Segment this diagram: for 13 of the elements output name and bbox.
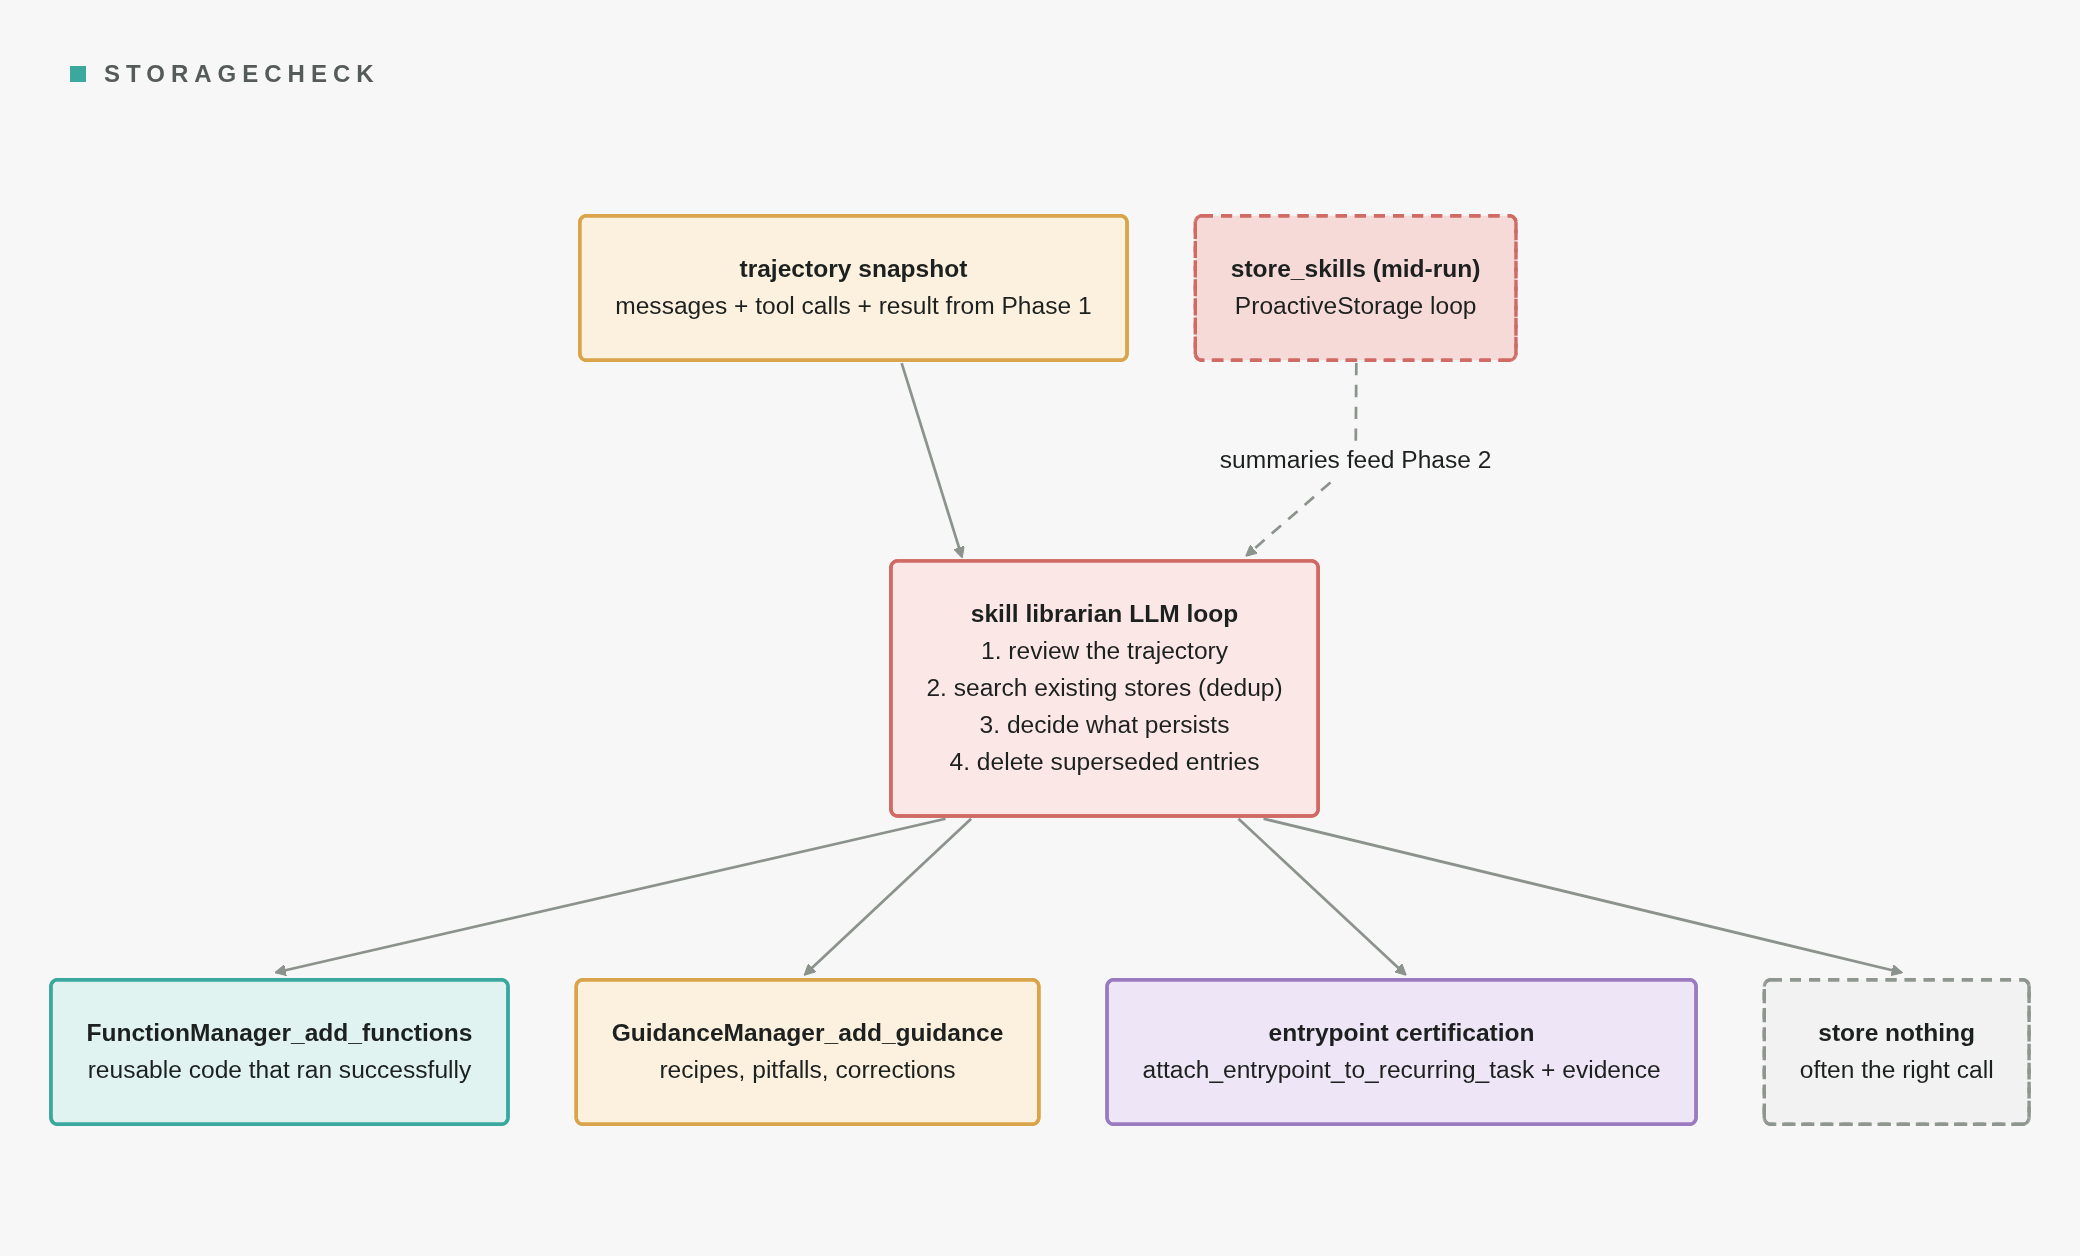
arrow — [1237, 817, 1407, 976]
process-box: FunctionManager_add_functions reusable code that ran successfully — [49, 978, 510, 1126]
arrow — [900, 362, 965, 559]
dashed-box: store_skills (mid-run) ProactiveStorage loop — [1193, 214, 1518, 362]
diagram-title: STORAGECHECK — [104, 60, 380, 88]
process-box: skill librarian LLM loop 1. review the trajectory 2. search existing stores (dedup) 3. decide what persists 4. delete superseded entries — [889, 559, 1320, 818]
dashed-box: store nothing often the right call — [1762, 978, 2031, 1126]
arrow — [274, 817, 946, 977]
process-box: GuidanceManager_add_guidance recipes, pitfalls, corrections — [574, 978, 1041, 1126]
process-box: trajectory snapshot messages + tool calls + result from Phase 1 — [578, 214, 1129, 362]
arrow — [803, 817, 973, 976]
process-box: entrypoint certification attach_entrypoint_to_recurring_task + evidence — [1105, 978, 1698, 1126]
arrow — [1263, 817, 1904, 977]
